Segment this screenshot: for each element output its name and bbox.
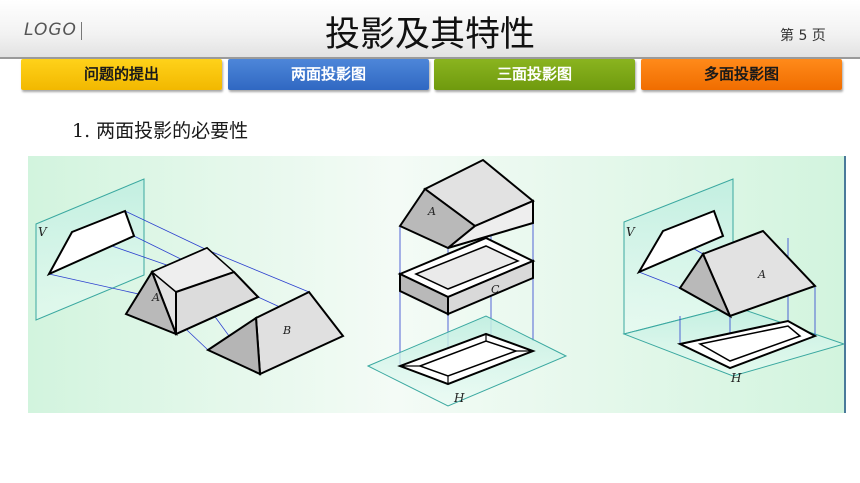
label-c-middle: C [491, 283, 500, 296]
label-h-middle: H [453, 391, 465, 405]
prism-a-top-edge [175, 270, 260, 336]
v-projection-right [636, 209, 725, 275]
frame-c-inner [414, 245, 520, 290]
projection-figure: V A B A C H V A H [28, 156, 844, 413]
page-number: 第 5 页 [780, 28, 826, 44]
label-a-left: A [151, 291, 160, 304]
label-a-right: A [757, 268, 766, 281]
label-a-middle: A [427, 205, 436, 218]
header-divider [0, 57, 860, 59]
page-title: 投影及其特性 [324, 15, 535, 55]
section-heading: 1. 两面投影的必要性 [72, 120, 249, 142]
tab-two-view-projection[interactable]: 两面投影图 [228, 59, 429, 90]
header-bar [0, 0, 860, 57]
frame-c-right [447, 259, 534, 316]
tab-problem-intro[interactable]: 问题的提出 [21, 59, 222, 90]
tab-three-view-projection[interactable]: 三面投影图 [434, 59, 635, 90]
block-a-right [447, 199, 534, 249]
label-v-right: V [626, 225, 636, 239]
h-projection-right-inner [697, 325, 802, 362]
label-b-left: B [282, 324, 291, 337]
logo-separator [81, 22, 82, 40]
h-projection-diagonals [400, 334, 533, 384]
figure-labels: V A B A C H V A H [38, 205, 766, 405]
tab-multi-view-projection[interactable]: 多面投影图 [641, 59, 842, 90]
label-v-left: V [38, 225, 48, 239]
label-h-right: H [730, 371, 742, 385]
v-projection-left [46, 209, 136, 277]
logo: LOGO [24, 20, 77, 40]
prism-right-left-face [678, 251, 733, 319]
prism-b-left-face [205, 316, 262, 376]
figure-edge [844, 156, 846, 413]
prism-a-left-face [124, 269, 178, 336]
